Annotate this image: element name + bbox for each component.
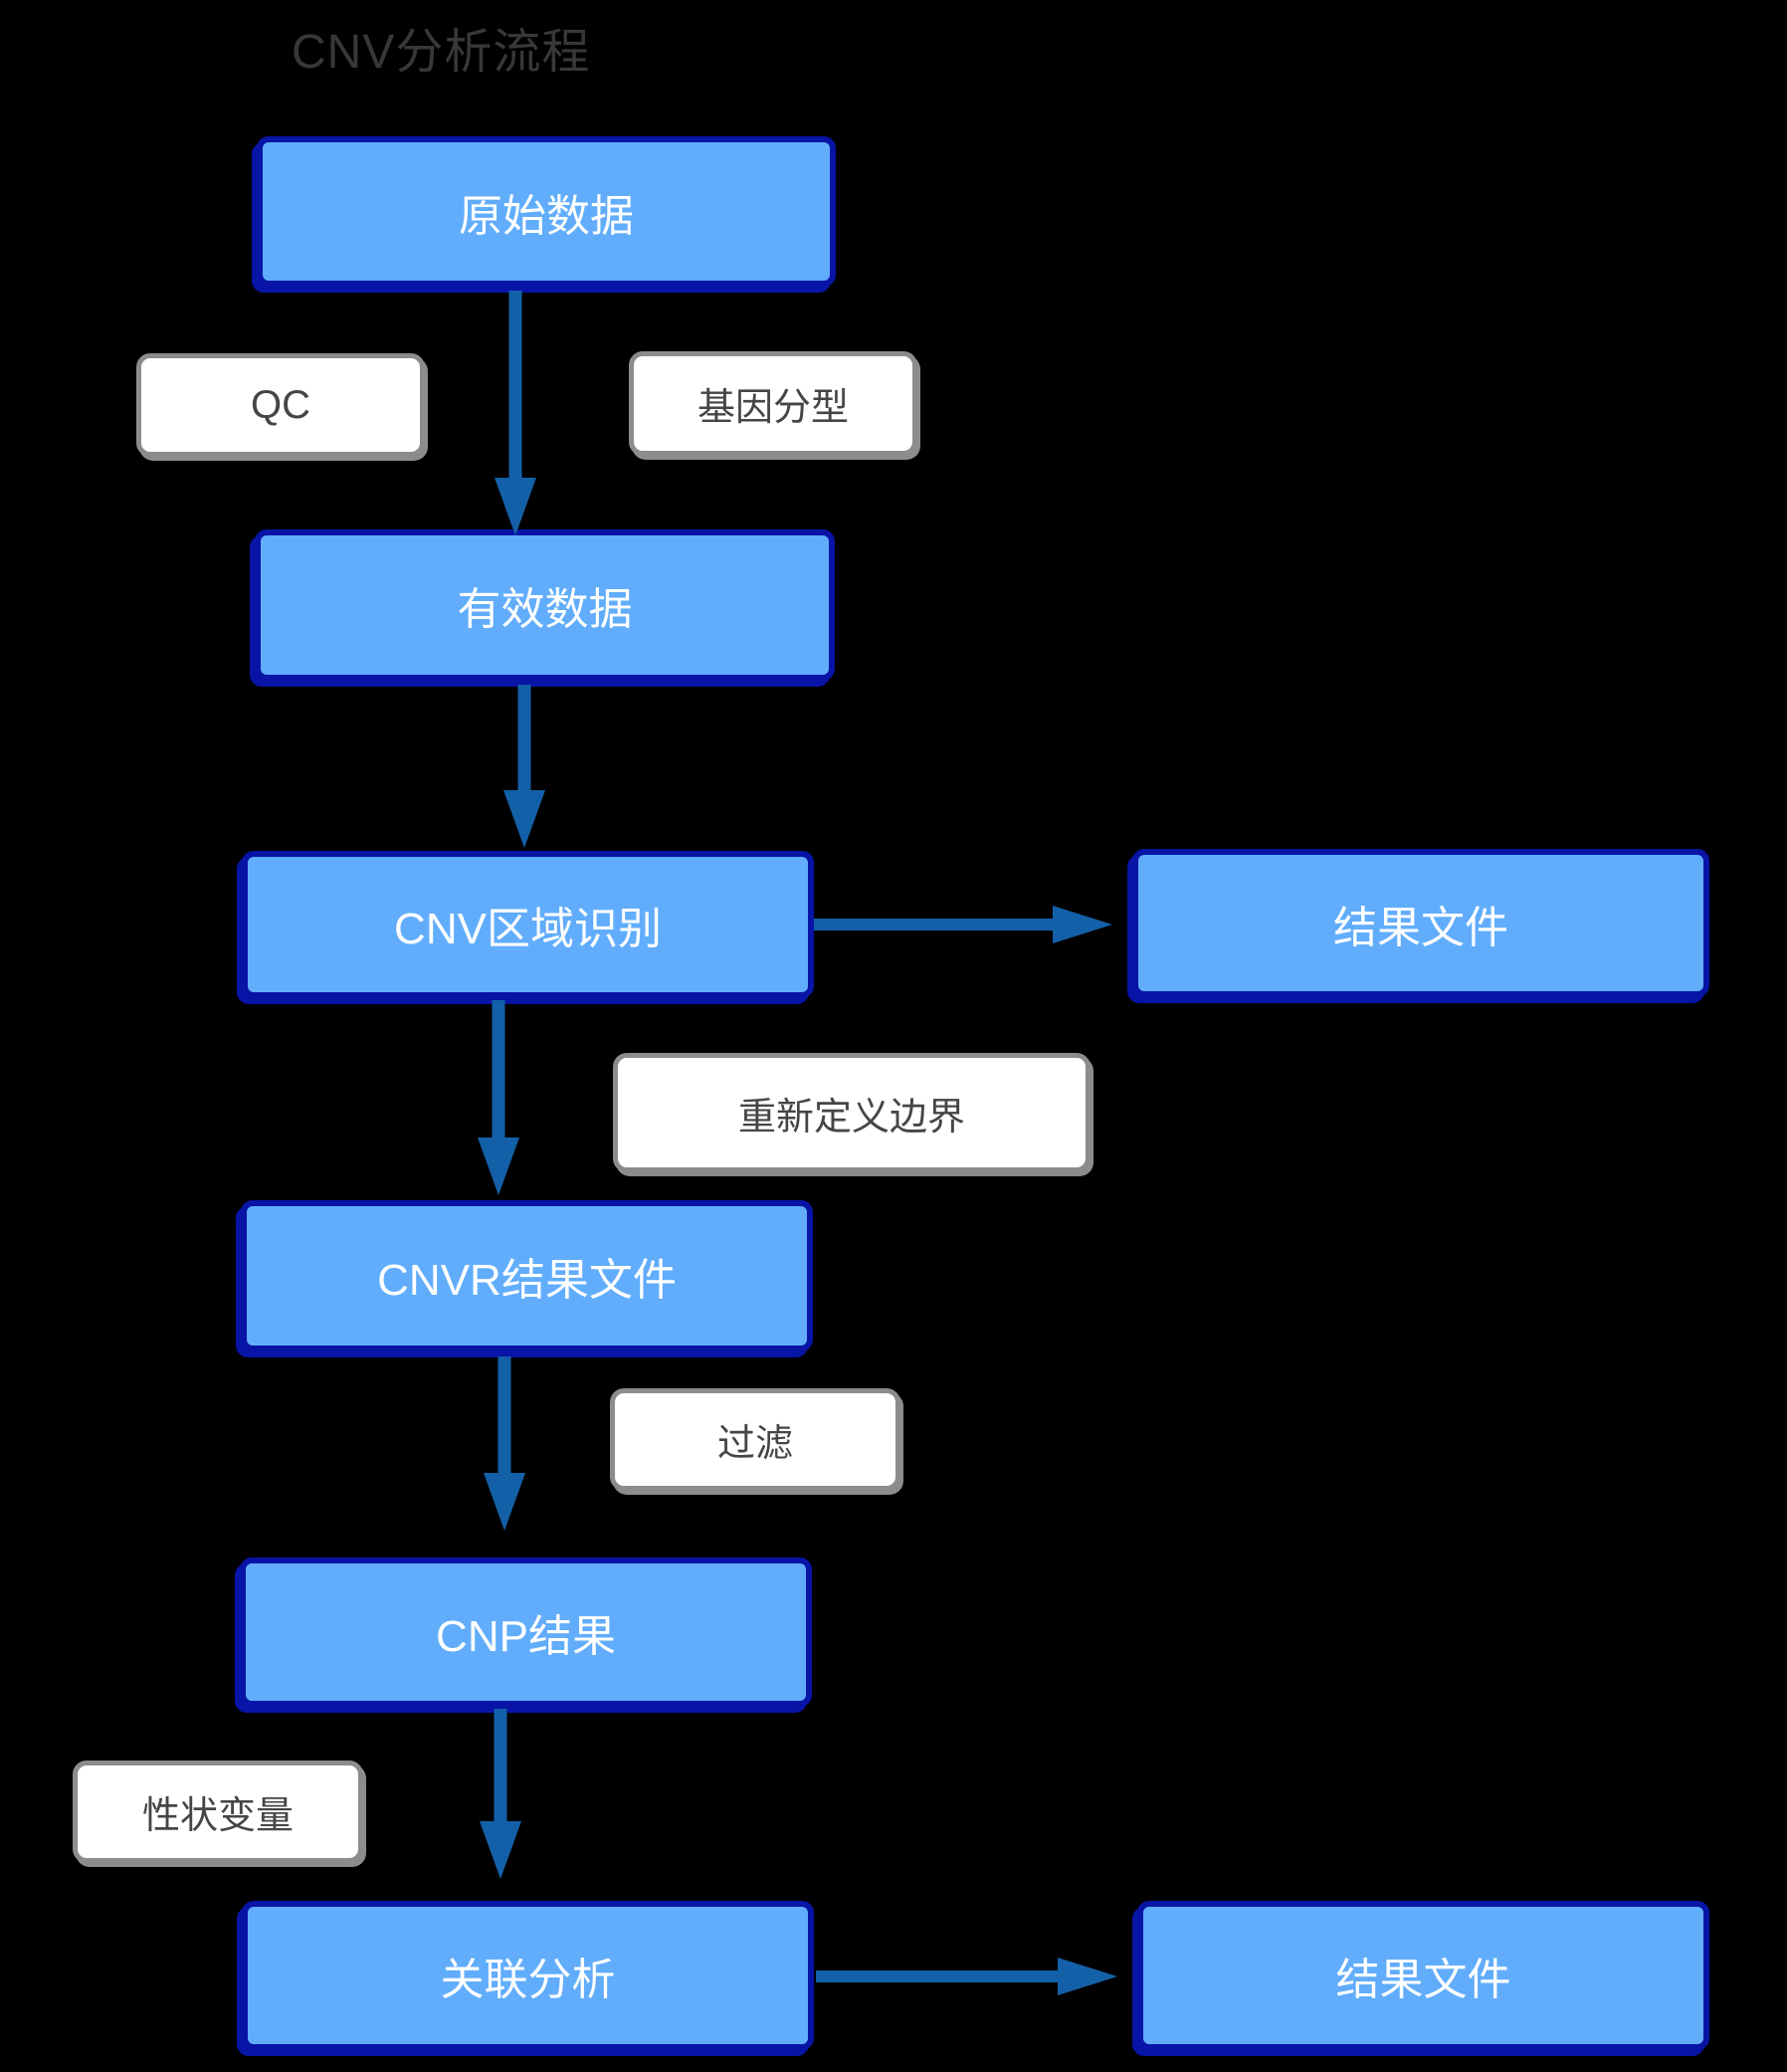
node-cnp-result: CNP结果 [240, 1557, 812, 1707]
edge-label-genotyping: 基因分型 [629, 351, 917, 456]
node-result-file-bottom-label: 结果文件 [1335, 1956, 1511, 2004]
node-cnv-region-identification-label: CNV区域识别 [394, 905, 662, 953]
arrow-head-icon [480, 1821, 521, 1879]
edge-label-filter: 过滤 [610, 1388, 900, 1491]
arrow-head-icon [478, 1138, 519, 1195]
arrow-cnp-result-to-association [480, 1709, 521, 1879]
arrow-head-icon [1053, 906, 1112, 943]
node-valid-data-label: 有效数据 [457, 585, 633, 634]
node-raw-data-label: 原始数据 [459, 191, 634, 241]
node-association-analysis-label: 关联分析 [440, 1956, 616, 2004]
arrow-valid-to-cnv-region [503, 685, 545, 848]
arrow-cnvr-result-to-cnp-result [484, 1356, 525, 1531]
diagram-title: CNV分析流程 [292, 26, 591, 79]
arrow-shaft [492, 1000, 505, 1138]
arrow-shaft [816, 1970, 1060, 1982]
arrow-shaft [494, 1709, 507, 1821]
arrow-cnv-region-to-result-file [814, 906, 1112, 943]
arrow-head-icon [495, 478, 536, 535]
node-result-file-top: 结果文件 [1132, 849, 1709, 997]
edge-label-trait-variable: 性状变量 [73, 1761, 363, 1863]
edge-label-qc: QC [136, 353, 425, 457]
node-cnvr-result-file-label: CNVR结果文件 [377, 1256, 677, 1305]
node-result-file-bottom: 结果文件 [1137, 1901, 1709, 2050]
node-cnv-region-identification: CNV区域识别 [242, 851, 814, 998]
arrow-head-icon [503, 790, 545, 848]
arrow-head-icon [484, 1473, 525, 1531]
arrow-shaft [508, 291, 522, 478]
node-raw-data: 原始数据 [257, 136, 836, 287]
arrow-raw-to-valid [495, 291, 536, 535]
edge-label-trait-variable-text: 性状变量 [141, 1795, 294, 1837]
edge-label-redefine-boundary: 重新定义边界 [613, 1053, 1091, 1172]
edge-label-genotyping-text: 基因分型 [696, 387, 849, 429]
node-cnvr-result-file: CNVR结果文件 [241, 1200, 813, 1351]
arrow-shaft [517, 685, 531, 790]
node-cnp-result-label: CNP结果 [436, 1612, 616, 1661]
edge-label-filter-text: 过滤 [716, 1423, 793, 1465]
node-result-file-top-label: 结果文件 [1333, 903, 1508, 952]
arrow-shaft [814, 919, 1055, 931]
edge-label-redefine-boundary-text: 重新定义边界 [737, 1096, 965, 1139]
arrow-head-icon [1058, 1958, 1117, 1995]
arrow-association-to-result-file [816, 1958, 1117, 1995]
node-association-analysis: 关联分析 [242, 1901, 814, 2050]
node-valid-data: 有效数据 [255, 529, 835, 681]
arrow-cnv-region-to-cnvr-result [478, 1000, 519, 1195]
arrow-shaft [497, 1356, 511, 1473]
edge-label-qc-text: QC [251, 382, 310, 427]
